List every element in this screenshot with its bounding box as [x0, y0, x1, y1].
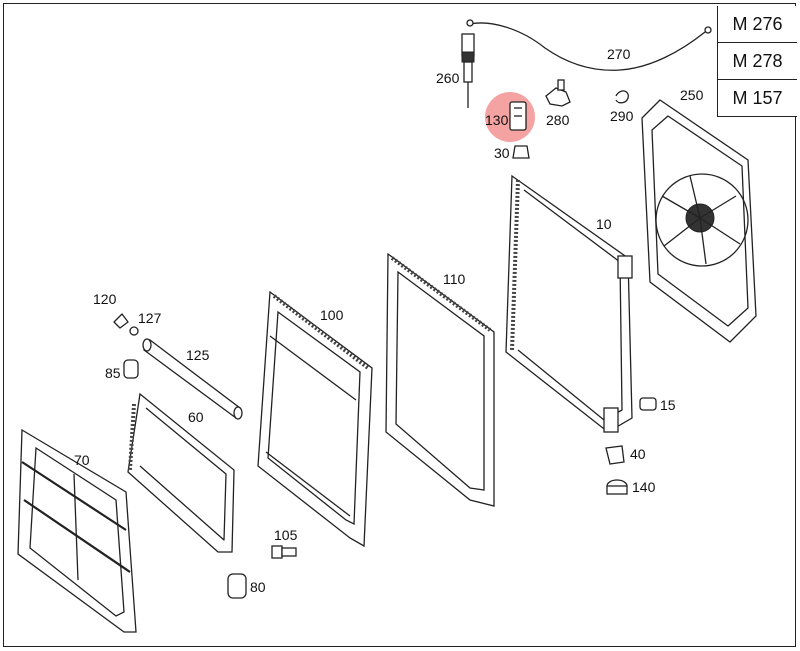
part-110-frame[interactable] [385, 252, 495, 507]
part-70-support-frame[interactable] [17, 428, 137, 633]
label-130: 130 [485, 112, 509, 128]
label-125: 125 [186, 347, 210, 363]
engine-model-table: M 276 M 278 M 157 [717, 6, 797, 117]
part-270-sensor-cable[interactable] [466, 19, 712, 71]
label-140: 140 [632, 479, 656, 495]
label-70: 70 [74, 452, 90, 468]
label-80: 80 [250, 579, 266, 595]
part-250-fan-shroud[interactable] [641, 99, 757, 343]
part-30-cap[interactable] [512, 145, 530, 159]
label-105: 105 [274, 527, 298, 543]
label-260: 260 [436, 70, 460, 86]
part-100-condenser-frame[interactable] [257, 290, 373, 548]
part-80-rubber-mount[interactable] [227, 573, 247, 599]
part-105-bolt[interactable] [271, 545, 297, 559]
label-270: 270 [607, 46, 631, 62]
part-260-temperature-sensor[interactable] [461, 33, 475, 108]
part-290-clip[interactable] [615, 90, 629, 104]
label-15: 15 [660, 397, 676, 413]
part-130-highlighted[interactable] [485, 92, 535, 142]
part-140-rubber-mount[interactable] [606, 479, 628, 495]
part-10-radiator[interactable] [505, 174, 633, 433]
label-120: 120 [93, 291, 117, 307]
part-127-washer[interactable] [129, 326, 139, 336]
label-85: 85 [105, 365, 121, 381]
label-280: 280 [546, 112, 570, 128]
part-120-clip[interactable] [113, 313, 129, 329]
label-127: 127 [138, 310, 162, 326]
part-280-bracket[interactable] [545, 79, 571, 107]
model-cell-3[interactable]: M 157 [732, 88, 783, 108]
label-10: 10 [596, 216, 612, 232]
label-60: 60 [188, 409, 204, 425]
label-110: 110 [443, 271, 466, 287]
model-cell-1[interactable]: M 276 [718, 6, 797, 43]
part-60-condenser[interactable] [127, 392, 235, 553]
label-100: 100 [320, 307, 344, 323]
label-250: 250 [680, 87, 704, 103]
model-cell-2[interactable]: M 278 [718, 43, 797, 80]
label-40: 40 [630, 446, 646, 462]
label-30: 30 [494, 145, 510, 161]
part-125-dryer-tube[interactable] [142, 338, 243, 420]
part-85-rubber-mount[interactable] [123, 359, 139, 379]
part-15-drain-plug[interactable] [639, 397, 657, 411]
label-290: 290 [610, 108, 634, 124]
part-40-bracket[interactable] [605, 445, 625, 465]
